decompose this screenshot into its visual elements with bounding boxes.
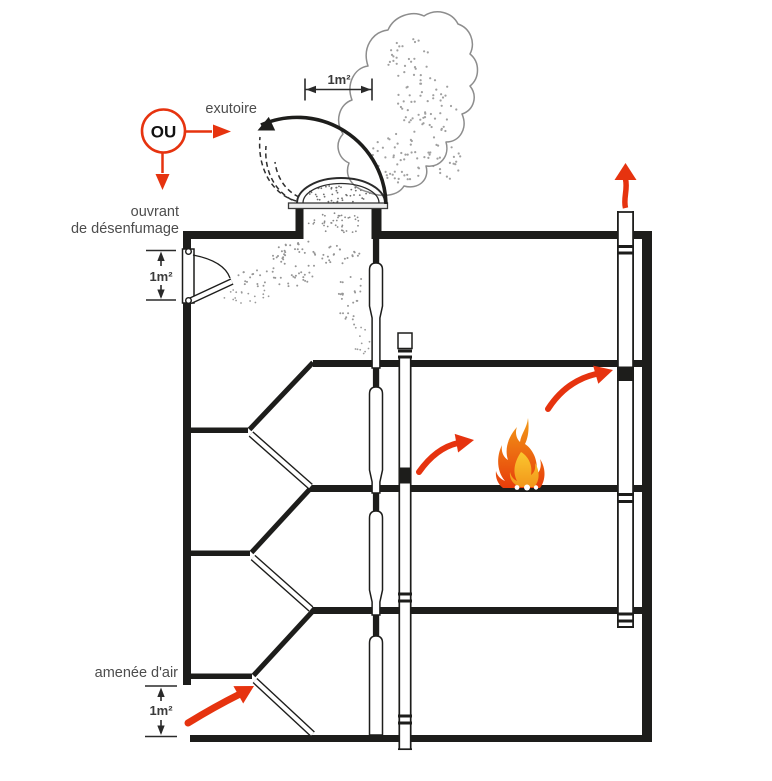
half-landing-1 [183, 673, 252, 679]
stair-flight-upper-3 [247, 360, 315, 432]
dimension-ouvrant: 1m² [146, 249, 176, 301]
stair-flight-lower-3 [248, 431, 313, 490]
lid-swing-arc [257, 115, 388, 205]
duct-smoke-extract [617, 211, 634, 628]
shaft-segment-top [368, 262, 384, 369]
floor-1 [310, 607, 642, 614]
ou-circle-badge: OU [140, 108, 231, 190]
ou-arrow-right-icon [186, 124, 231, 139]
extract-open-damper [617, 366, 634, 381]
dimension-exutoire: 1m² [304, 72, 373, 101]
label-exutoire: exutoire [205, 101, 257, 117]
half-landing-3 [183, 427, 248, 433]
roof-right [378, 231, 652, 239]
label-amenee-air: amenée d'air [95, 665, 179, 681]
dim-label-exutoire: 1m² [327, 72, 351, 87]
left-wall [183, 231, 191, 685]
curb-right [371, 204, 382, 239]
window-pivot-top [184, 247, 192, 255]
dim-label-ouvrant: 1m² [149, 269, 173, 284]
roof-left [183, 231, 300, 239]
stair-flight-lower-2 [250, 554, 314, 612]
duct-central-shaft [368, 236, 384, 736]
window-swing-arc [192, 254, 231, 279]
arrow-exhaust-up-icon [614, 163, 637, 209]
ou-circle [140, 108, 187, 154]
shaft-segment-2 [368, 510, 384, 616]
half-landing-2 [183, 550, 250, 556]
stair-flight-lower-1 [252, 677, 315, 737]
stair-flight-upper-1 [251, 610, 314, 678]
exutoire-dome [287, 177, 389, 239]
dome-base-plate [287, 202, 389, 210]
stair-flight-upper-2 [249, 487, 312, 555]
window-leaf [188, 278, 234, 305]
shaft-segment-1 [368, 635, 384, 736]
right-wall [642, 231, 652, 742]
floor-3 [313, 360, 642, 367]
arrow-air-intake-icon [184, 686, 254, 727]
ground-slab [190, 735, 652, 742]
label-ouvrant-line1: ouvrant [131, 204, 179, 220]
dim-label-amenee: 1m² [149, 703, 173, 718]
label-ouvrant: ouvrant de désenfumage [71, 204, 179, 237]
fire-flame-icon [495, 418, 545, 491]
ou-label: OU [151, 123, 177, 142]
curb-left [295, 204, 304, 239]
label-ouvrant-line2: de désenfumage [71, 221, 179, 237]
dimension-amenee: 1m² [145, 685, 177, 738]
staircase [183, 360, 315, 737]
shaft-segment-3 [368, 386, 384, 494]
swing-arrowhead-icon [257, 116, 276, 131]
smoke-vent-window [181, 247, 234, 305]
arrow-air-into-room-icon [416, 433, 474, 475]
dome-outer-shell [296, 177, 386, 204]
air-supply-open-damper [398, 467, 412, 484]
flow-arrows [184, 163, 637, 727]
duct-top-cap [397, 332, 413, 350]
smoke-stipple-dots [223, 38, 462, 355]
arrow-smoke-to-duct-icon [545, 365, 613, 412]
window-frame [181, 248, 195, 304]
dome-inner-shell [302, 182, 380, 204]
building-structure [183, 231, 652, 742]
floor-2 [308, 485, 642, 492]
exutoire-open-lid [258, 136, 300, 202]
duct-air-supply [397, 332, 413, 751]
ou-arrow-down-icon [155, 153, 170, 190]
smoke-cloud [337, 11, 479, 197]
window-pivot-bottom [184, 297, 192, 305]
